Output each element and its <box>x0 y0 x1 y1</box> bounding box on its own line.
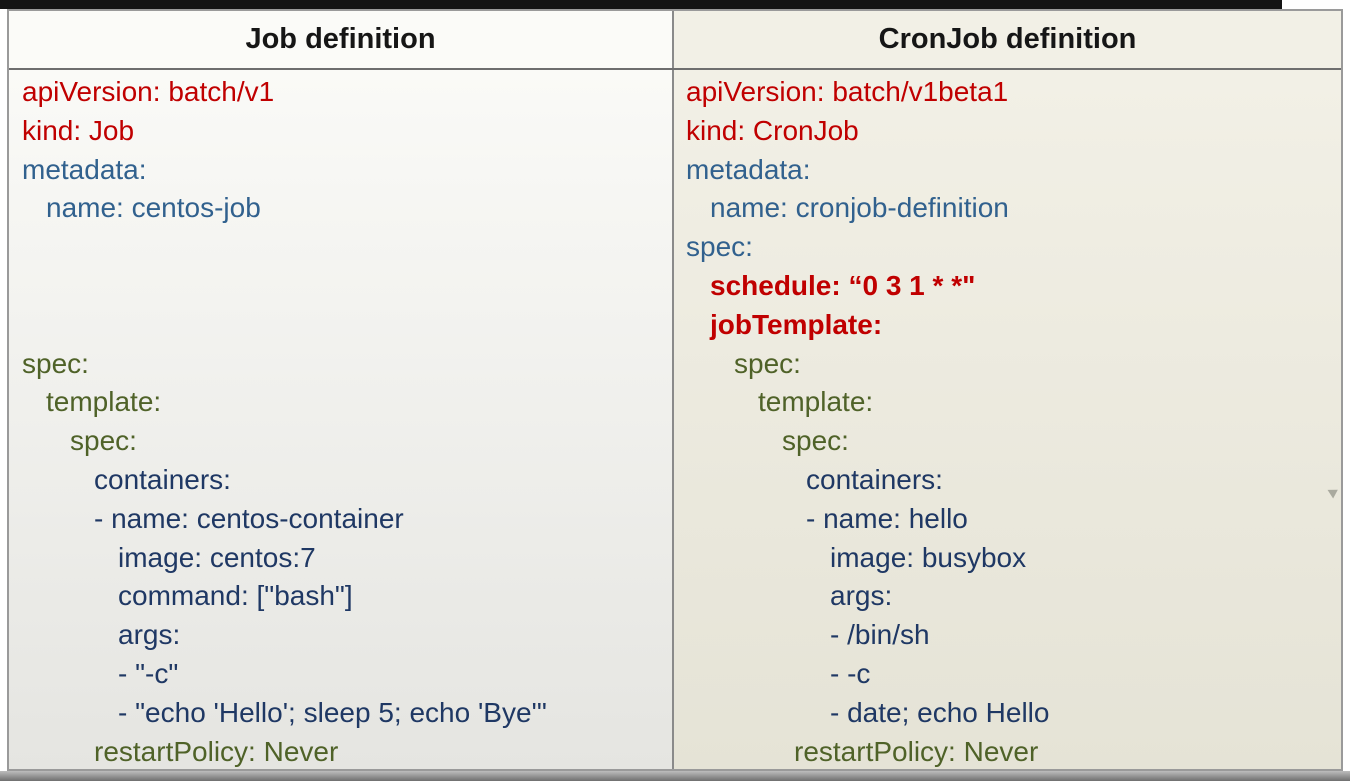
yaml-line: - -c <box>830 657 871 689</box>
yaml-line: schedule: “0 3 1 * *" <box>710 269 976 301</box>
yaml-line: spec: <box>734 347 801 379</box>
yaml-line: containers: <box>806 463 943 495</box>
yaml-line: - date; echo Hello <box>830 696 1050 728</box>
yaml-line <box>22 228 672 267</box>
yaml-line: image: centos:7 <box>118 541 316 573</box>
top-letterbox-bar <box>0 0 1282 9</box>
yaml-line: kind: CronJob <box>686 114 859 146</box>
yaml-line: metadata: <box>22 153 147 185</box>
yaml-line: - "-c" <box>118 657 179 689</box>
yaml-line: args: <box>830 580 893 612</box>
yaml-line <box>22 306 672 345</box>
yaml-line <box>22 267 672 306</box>
table-body-row: apiVersion: batch/v1 kind: Job metadata: na… <box>9 70 1341 769</box>
comparison-table: Job definition CronJob definition apiVer… <box>7 9 1343 771</box>
yaml-line: command: ["bash"] <box>118 580 353 612</box>
yaml-line: restartPolicy: Never <box>794 735 1039 767</box>
yaml-line: name: centos-job <box>46 192 261 224</box>
yaml-line: metadata: <box>686 153 811 185</box>
yaml-line: apiVersion: batch/v1 <box>22 76 275 107</box>
cronjob-definition-header: CronJob definition <box>674 11 1341 68</box>
yaml-line: containers: <box>94 463 231 495</box>
yaml-line: spec: <box>782 425 849 457</box>
yaml-line: template: <box>46 386 162 418</box>
yaml-line: restartPolicy: Never <box>94 735 339 767</box>
job-yaml-code: apiVersion: batch/v1 kind: Job metadata: na… <box>9 70 674 769</box>
yaml-line: template: <box>758 386 874 418</box>
yaml-line: - name: hello <box>806 502 968 534</box>
yaml-line: name: cronjob-definition <box>710 192 1009 224</box>
yaml-line: spec: <box>22 347 89 379</box>
yaml-line: image: busybox <box>830 541 1027 573</box>
yaml-line: - /bin/sh <box>830 619 930 651</box>
yaml-line: args: <box>118 619 181 651</box>
yaml-line: kind: Job <box>22 114 135 146</box>
job-definition-header: Job definition <box>9 11 674 68</box>
yaml-line: jobTemplate: <box>710 308 883 340</box>
cronjob-yaml-code: apiVersion: batch/v1beta1 kind: CronJob me… <box>674 70 1341 769</box>
yaml-line: - "echo 'Hello'; sleep 5; echo 'Bye'" <box>118 696 547 728</box>
yaml-line: spec: <box>70 425 137 457</box>
yaml-line: spec: <box>686 231 753 263</box>
table-header-row: Job definition CronJob definition <box>9 11 1341 70</box>
yaml-line: - name: centos-container <box>94 502 404 534</box>
yaml-line: apiVersion: batch/v1beta1 <box>686 76 1009 107</box>
bottom-letterbox-bar <box>0 771 1350 781</box>
